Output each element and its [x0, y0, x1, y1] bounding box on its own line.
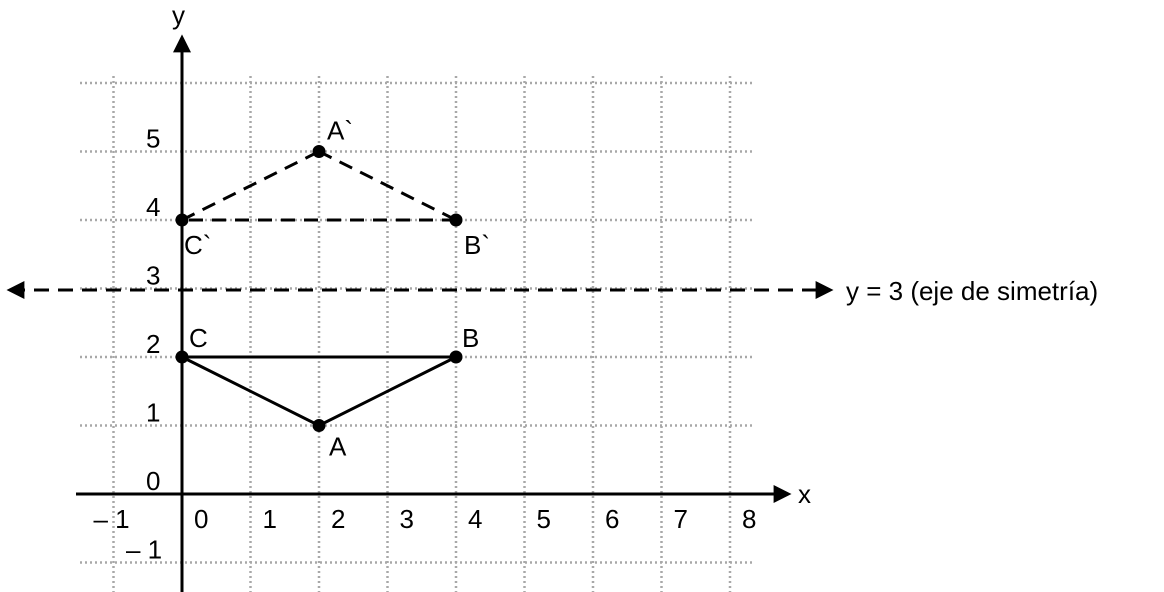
point-a	[312, 419, 326, 432]
point-b	[449, 350, 463, 364]
y-tick-label: 0	[146, 466, 160, 496]
point-c-prime	[175, 213, 189, 227]
symmetry-axis-label: y = 3 (eje de simetría)	[846, 276, 1098, 306]
point-label-c-prime: C`	[184, 230, 211, 260]
point-label-b-prime: B`	[464, 230, 490, 260]
point-c	[175, 350, 189, 364]
points: A B C A` B` C`	[175, 116, 490, 462]
axes	[76, 34, 792, 592]
original-triangle-edge	[181, 355, 320, 427]
x-tick-label: 3	[400, 504, 414, 534]
y-tick-label: 2	[146, 329, 160, 359]
y-tick-label: 5	[146, 124, 160, 154]
x-tick-label: 5	[537, 504, 551, 534]
point-label-c: C	[189, 323, 208, 353]
y-tick-label: 4	[146, 192, 160, 222]
point-a-prime	[312, 145, 326, 158]
point-b-prime	[449, 213, 463, 227]
y-axis-label: y	[172, 0, 185, 30]
point-label-a-prime: A`	[327, 116, 353, 146]
point-label-b: B	[462, 323, 479, 353]
x-axis-label: x	[798, 479, 811, 509]
point-label-a: A	[329, 432, 347, 462]
triangles	[181, 150, 457, 427]
y-tick-label: 3	[146, 261, 160, 291]
y-tick-label: – 1	[126, 535, 162, 565]
tick-labels: – 1 0 1 2 3 4 5 6 7 8 5 4 3 2 1 0 – 1	[94, 124, 757, 565]
y-tick-label: 1	[146, 398, 160, 428]
x-tick-label: 2	[331, 504, 345, 534]
x-tick-label: 1	[263, 504, 277, 534]
axis-labels: x y	[172, 0, 811, 509]
original-triangle-edge	[318, 355, 457, 427]
x-tick-label: 4	[468, 504, 482, 534]
reflected-triangle-edge	[181, 150, 320, 222]
x-tick-label: 8	[742, 504, 756, 534]
x-tick-label: 0	[194, 504, 208, 534]
x-tick-label: – 1	[94, 504, 130, 534]
x-tick-label: 7	[674, 504, 688, 534]
x-tick-label: 6	[605, 504, 619, 534]
reflected-triangle-edge	[318, 150, 457, 222]
symmetry-axis: y = 3 (eje de simetría)	[6, 276, 1098, 306]
